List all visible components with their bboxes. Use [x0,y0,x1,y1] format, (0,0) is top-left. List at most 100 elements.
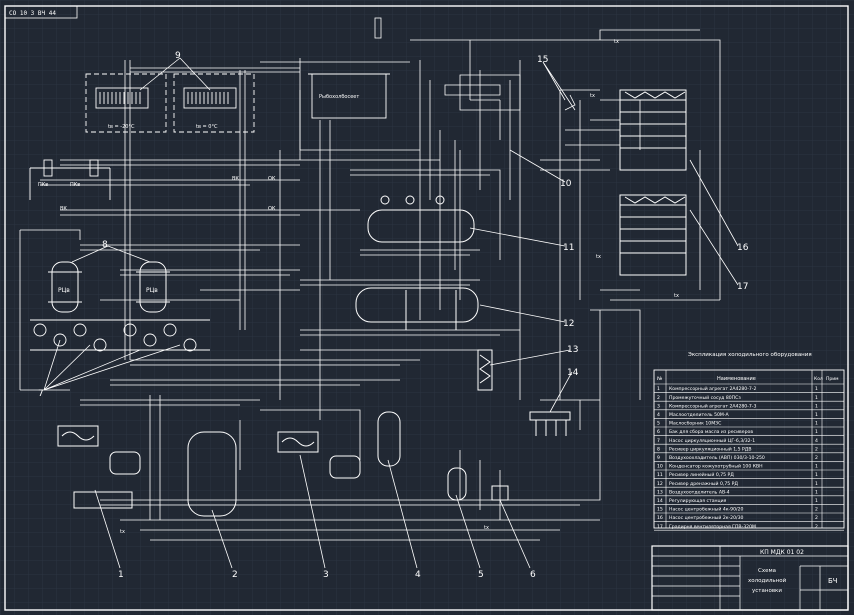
circulation-pumps [30,319,210,352]
title-block-name-3: установки [752,588,782,594]
fish-tank [308,73,390,119]
receiver-label-2: РЦв [146,287,158,294]
spec-table-frame [653,369,845,529]
title-block-name-1: Схема [758,568,776,574]
callout-4: 4 [415,570,421,580]
spec-row-number: 13 [657,489,663,495]
spec-row-number: 8 [657,446,660,452]
intermediate-vessel [187,431,237,517]
spec-row-name: Насос циркуляционный ЦГ-6,3/32-1 [669,437,755,444]
callout-9: 9 [175,51,181,61]
valve-label-ok1: ОК [268,176,276,182]
flow-marks: tх tх tх tх tх tх [120,39,679,535]
spec-row-name: Ресивер дренажный 0,75 РД [669,480,738,487]
spec-row-name: Воздухоотделитель АВ-4 [669,489,730,495]
valve-label-ok2: ОК [268,206,276,212]
spec-row-qty: 2 [815,455,818,461]
drainage-receiver [355,287,479,330]
spec-row-number: 14 [657,498,663,504]
spec-row-number: 3 [657,403,660,409]
spec-row-number: 12 [657,481,663,487]
spec-row-qty: 1 [815,481,818,487]
spec-row-number: 2 [657,395,660,401]
drawing-frame [4,5,849,611]
linear-receiver [367,195,475,243]
spec-row-number: 16 [657,515,663,521]
spec-row-number: 6 [657,429,660,435]
title-block-sheet: БЧ [828,577,838,585]
spec-row-number: 5 [657,421,660,427]
spec-row-qty: 1 [815,421,818,427]
specification-table: Экспликация холодильного оборудования № … [653,352,845,531]
callout-7: 7 [38,389,44,399]
spec-row-number: 7 [657,438,660,444]
valve-label-vk2: ВК [232,176,239,182]
circulation-receiver-1 [48,261,82,313]
fish-tank-label: Рыбохолбосеет [319,94,359,100]
callout-14: 14 [567,368,579,378]
temp-label-mid: tв = 0°C [196,124,218,130]
callout-5: 5 [478,570,484,580]
valve-label-pk2: ПКв [70,182,80,188]
spec-row-qty: 1 [815,429,818,435]
cooling-tower-2 [619,194,687,276]
air-cooler-unit-2 [173,73,255,133]
callout-2: 2 [232,570,238,580]
title-block-name-2: холодильной [748,577,787,584]
thermometer-symbol [374,17,382,39]
spec-row-qty: 2 [815,524,818,530]
callout-1: 1 [118,570,124,580]
spec-row-name: Воздухоохладитель (АВП) 030/3-10-250 [669,455,765,461]
spec-header-note: Прим [826,376,839,382]
spec-header-name: Наименование [717,376,756,382]
callout-leaders [43,57,739,569]
valve-label-pk1: ПКв [38,182,48,188]
flow-mark: tх [596,254,601,260]
spec-row-qty: 1 [815,412,818,418]
flow-mark: tх [484,525,489,531]
spec-header-no: № [657,376,663,382]
spec-row-name: Бак для сбора масла из ресиверов [669,429,753,435]
spec-row-name: Ресивер циркуляционный 1,5 РДВ [669,445,752,452]
spec-row-qty: 1 [815,395,818,401]
spec-row-qty: 1 [815,489,818,495]
callout-16: 16 [737,243,749,253]
spec-row-name: Промежуточный сосуд 80ПСз [669,394,741,401]
spec-row-number: 15 [657,507,663,513]
valve-label-vk1: ВК [60,206,67,212]
spec-row-name: Ресивер линейный 0,75 РД [669,471,734,478]
spec-row-qty: 2 [815,446,818,452]
spec-row-qty: 4 [815,438,818,444]
oil-separator [377,411,401,467]
flow-mark: tх [614,39,619,45]
callout-15: 15 [537,55,548,65]
callout-11: 11 [563,243,574,253]
valve-station [29,159,111,200]
compressor-unit-2 [277,431,361,479]
spec-row-number: 4 [657,412,660,418]
callouts: 1 2 3 4 5 6 7 8 9 10 11 12 13 14 15 16 1… [38,51,749,580]
spec-row-number: 10 [657,464,663,470]
spec-row-name: Насос центробежный 4к-90/20 [669,506,743,513]
spec-row-qty: 1 [815,403,818,409]
spec-row-name: Конденсатор кожухотрубный 100 КВН [669,463,763,470]
spec-row-number: 17 [657,524,663,530]
callout-3: 3 [323,570,329,580]
spec-row-qty: 2 [815,515,818,521]
spec-row-qty: 1 [815,498,818,504]
callout-17: 17 [737,282,748,292]
callout-12: 12 [563,319,574,329]
spec-row-number: 11 [657,472,663,478]
temp-label-low: tв = -20°C [108,124,135,130]
title-block: КП МДК 01 02 Схема холодильной установки… [651,545,849,611]
flow-mark: tх [590,93,595,99]
spec-row-name: Маслосборник 10МЗС [669,421,721,427]
spec-row-name: Маслоотделитель 50М-А [669,412,730,418]
spec-row-qty: 1 [815,464,818,470]
compressor-unit-1 [57,425,141,509]
spec-row-qty: 1 [815,386,818,392]
spec-row-name: Насос центробежный 2к-20/30 [669,514,743,521]
title-block-code: КП МДК 01 02 [760,549,804,556]
